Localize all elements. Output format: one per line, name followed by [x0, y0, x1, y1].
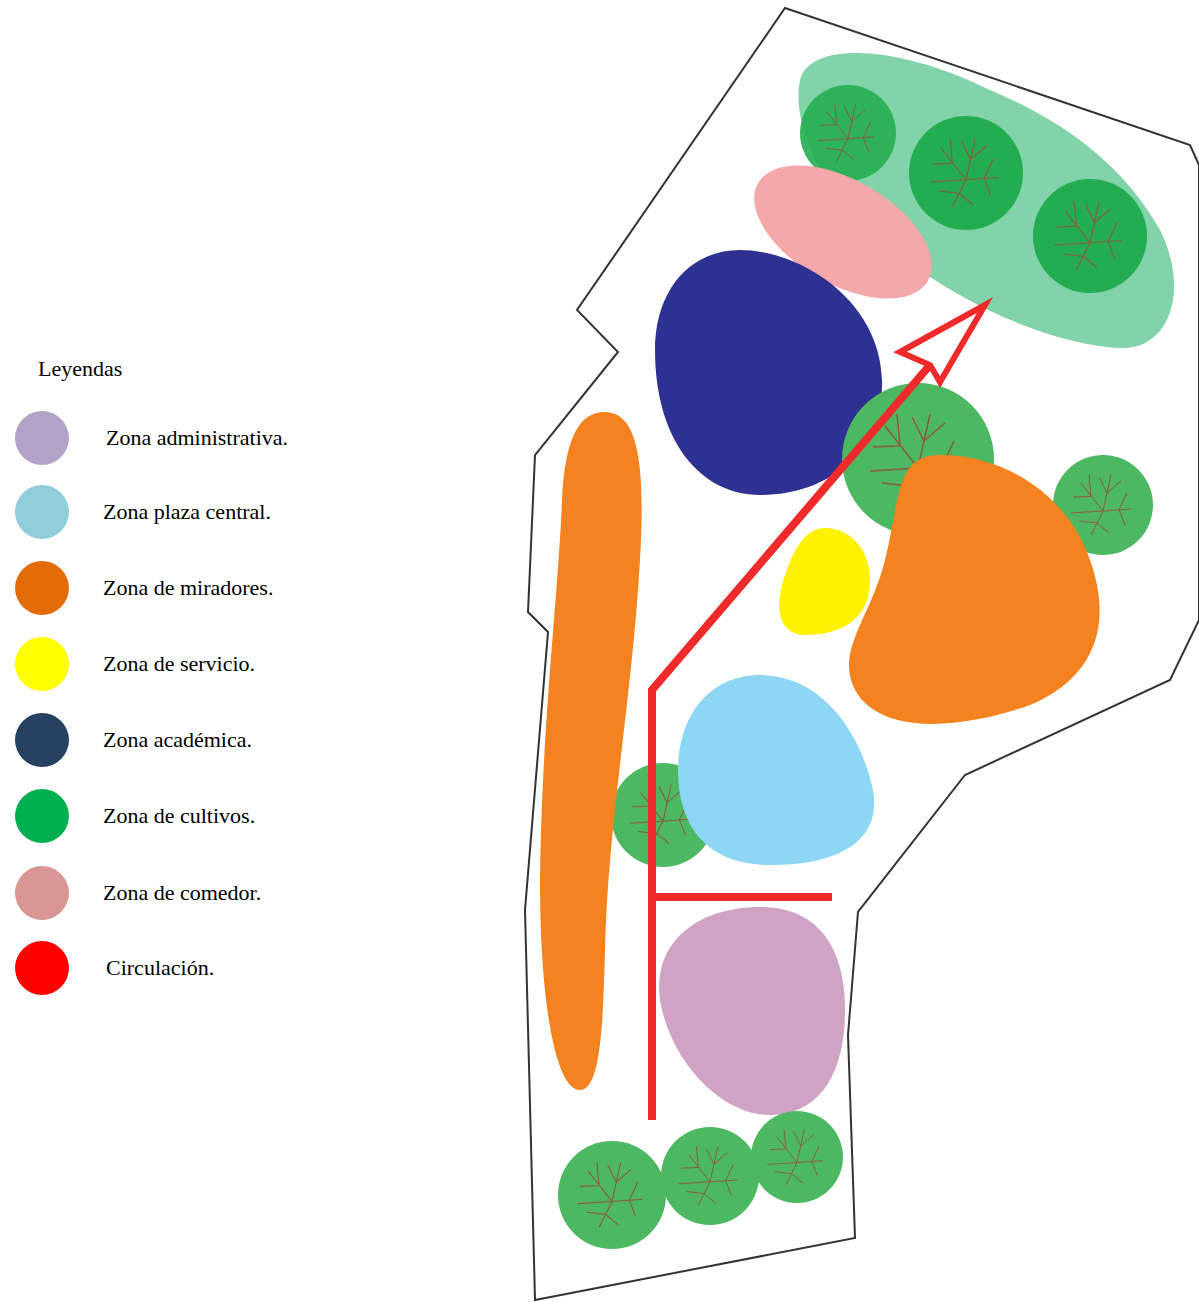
- legend-text: Zona plaza central.: [103, 499, 271, 525]
- legend-swatch: [15, 637, 69, 691]
- legend-title: Leyendas: [38, 356, 122, 382]
- admin-zone: [659, 907, 845, 1115]
- legend-text: Circulación.: [106, 955, 214, 981]
- legend-swatch: [15, 789, 69, 843]
- tree-group: [611, 383, 1153, 867]
- legend-swatch: [15, 485, 69, 539]
- legend-text: Zona de servicio.: [103, 651, 255, 677]
- legend-swatch: [15, 866, 69, 920]
- legend-text: Zona de cultivos.: [103, 803, 255, 829]
- legend-text: Zona de miradores.: [103, 575, 273, 601]
- legend-swatch: [15, 941, 69, 995]
- legend-swatch: [15, 411, 69, 465]
- legend-swatch: [15, 561, 69, 615]
- legend-text: Zona de comedor.: [103, 880, 261, 906]
- legend-text: Zona académica.: [103, 727, 252, 753]
- service-zone: [779, 528, 870, 635]
- circulation-path: [652, 305, 985, 1120]
- legend-swatch: [15, 713, 69, 767]
- viewpoint-zone: [849, 455, 1100, 724]
- viewpoint-zone: [540, 412, 642, 1090]
- central-plaza: [678, 675, 874, 865]
- legend-text: Zona administrativa.: [106, 425, 288, 451]
- tree-group: [558, 1111, 843, 1249]
- site-boundary: [525, 8, 1199, 1300]
